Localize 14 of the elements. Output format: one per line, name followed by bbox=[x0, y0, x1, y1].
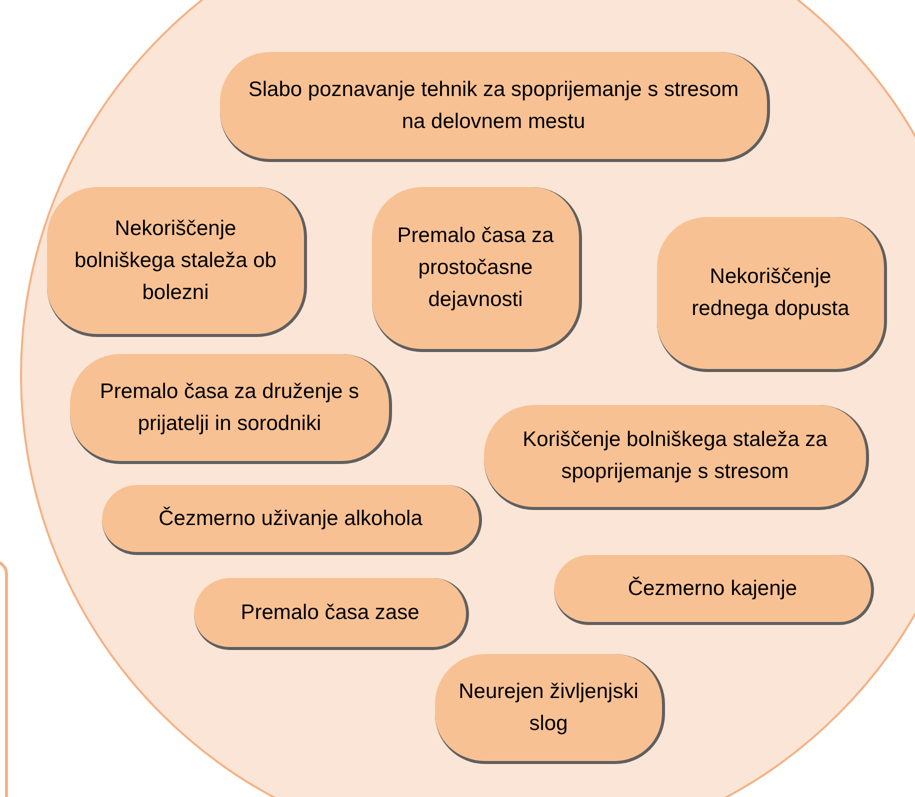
rounded-box bbox=[657, 217, 887, 372]
rounded-box bbox=[372, 187, 582, 352]
node-label: Nekoriščenje rednega dopusta bbox=[690, 264, 850, 322]
rounded-box bbox=[47, 187, 307, 337]
node-label: Slabo poznavanje tehnik za spoprijemanje s stresom na delovnem mestu bbox=[247, 76, 740, 134]
node-label: Čezmerno kajenje bbox=[628, 576, 798, 602]
background-circle bbox=[20, 0, 915, 797]
node-label: Premalo časa zase bbox=[240, 600, 420, 626]
node-label: Čezmerno uživanje alkohola bbox=[158, 506, 422, 532]
node-label: Nekoriščenje bolniškega staleža ob bolezni bbox=[74, 216, 278, 306]
node-label: Koriščenje bolniškega staleža za spoprijemanje s stresom bbox=[522, 427, 828, 485]
node-label: Premalo časa za prostočasne dejavnosti bbox=[396, 223, 555, 313]
node-label: Neurejen življenjski slog bbox=[458, 678, 640, 736]
node-label: Premalo časa za druženje s prijatelji in sorodniki bbox=[98, 378, 360, 436]
